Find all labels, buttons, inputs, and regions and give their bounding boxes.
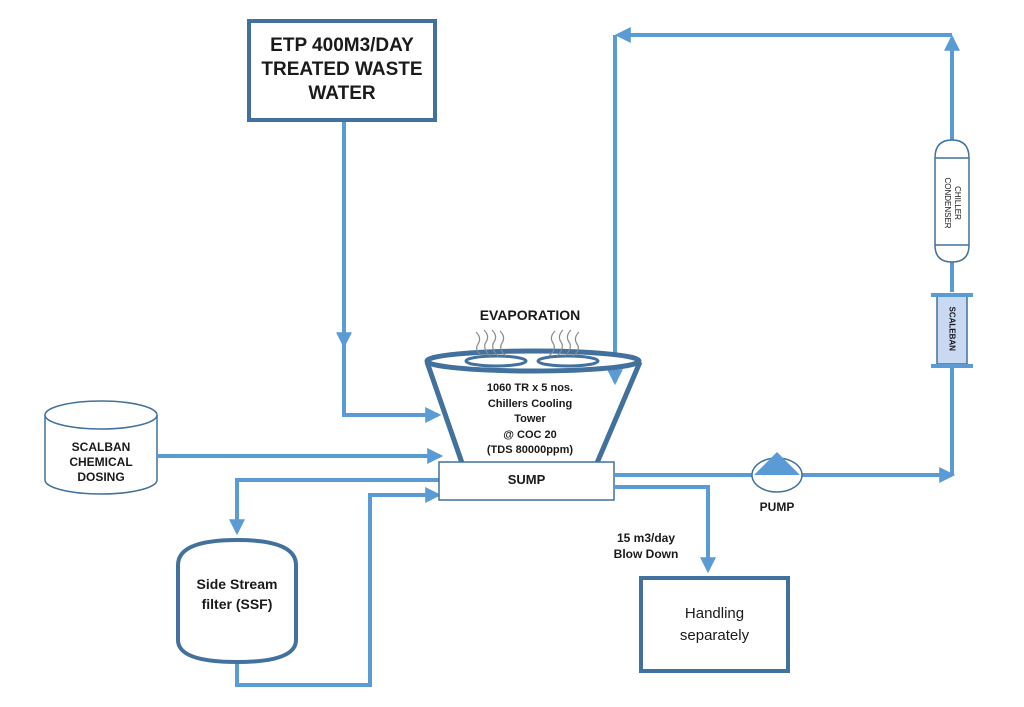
scaleban-unit — [931, 293, 973, 368]
chemical-dosing-label: SCALBAN CHEMICAL DOSING — [69, 440, 133, 484]
cooling-tower-label: 1060 TR x 5 nos. Chillers Cooling Tower … — [486, 382, 574, 456]
chemical-dosing-tank — [44, 400, 158, 495]
etp-box — [247, 19, 437, 122]
ssf-vessel — [176, 537, 298, 665]
handling-label: Handling separately — [679, 605, 750, 644]
flow-ssf-to-sump — [235, 487, 442, 687]
evaporation-vapor-icon — [475, 329, 580, 357]
pump-label: PUMP — [759, 500, 795, 514]
flow-sump-to-ssf — [229, 478, 440, 536]
etp-label: ETP 400M3/DAY TREATED WASTE WATER — [261, 35, 423, 104]
chiller-condenser-label: CHILLER CONDENSER — [943, 177, 962, 229]
blow-down-label: 15 m3/day Blow Down — [613, 531, 679, 561]
handling-box — [639, 576, 790, 673]
cooling-tower — [424, 348, 643, 464]
scaleban-label: SCALEBAN — [947, 306, 957, 351]
sump-box — [438, 461, 615, 501]
flow-blowdown — [615, 485, 716, 574]
pump-icon — [751, 452, 803, 493]
ssf-label: Side Stream filter (SSF) — [196, 576, 278, 612]
sump-label: SUMP — [507, 472, 546, 487]
evaporation-label: EVAPORATION — [479, 307, 581, 323]
chiller-condenser-vessel — [934, 139, 970, 263]
flow-etp-to-tower — [342, 120, 442, 423]
